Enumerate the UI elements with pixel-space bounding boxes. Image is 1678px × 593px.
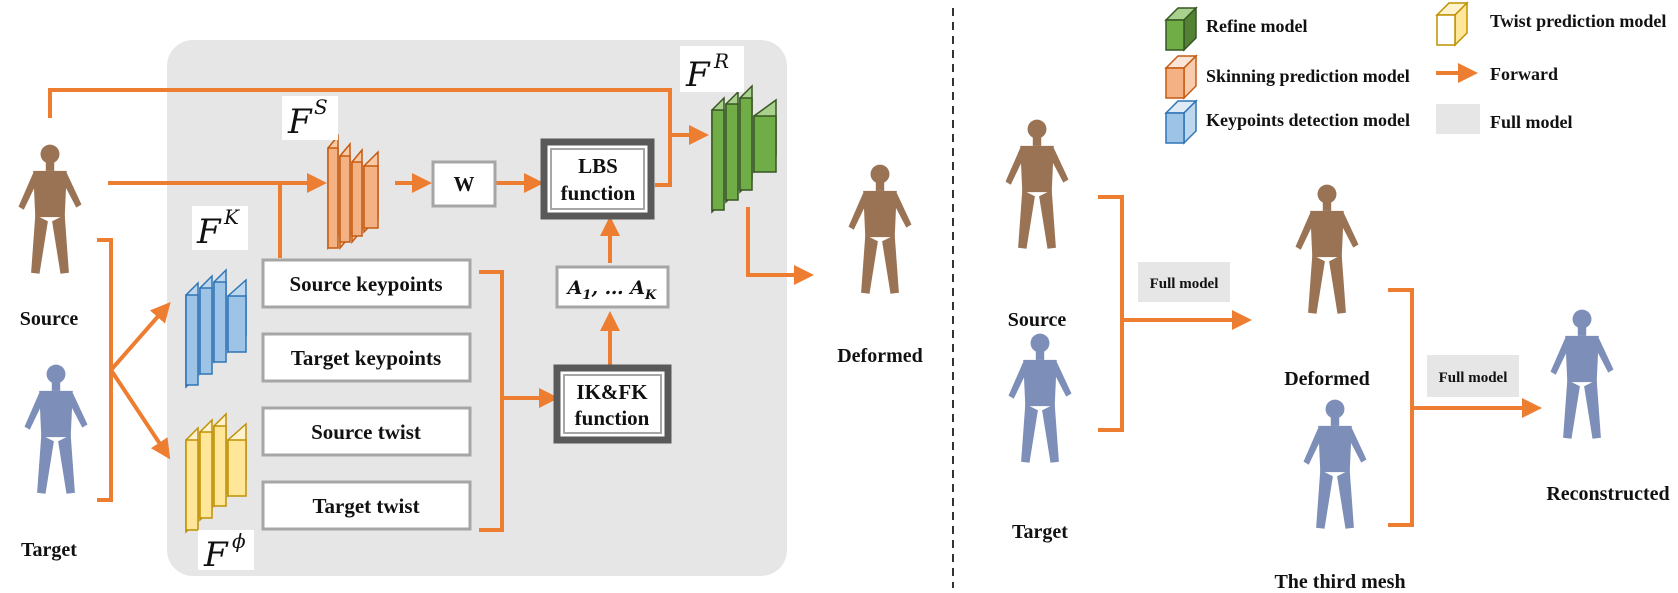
legend-skinning-icon (1164, 54, 1198, 100)
keypoints-symbol: F (196, 212, 222, 252)
ikfk-label-line2: function (575, 406, 650, 430)
keypoints-model-icon (185, 268, 247, 389)
full-model-box-1 (1138, 262, 1230, 302)
source-mesh (18, 144, 82, 274)
refine-symbol-bg (680, 46, 744, 92)
skinning-symbol: F (287, 102, 313, 142)
skinning-model-icon (327, 133, 379, 251)
w-box (431, 160, 497, 208)
keypoints-symbol-sup: K (223, 205, 240, 229)
refine-symbol-sup: R (713, 49, 729, 73)
legend-keypoints-icon (1164, 99, 1198, 145)
legend-forward-label: Forward (1490, 64, 1558, 84)
twist-model-icon (185, 412, 247, 534)
lbs-box (540, 138, 655, 220)
twist-symbol-bg (198, 530, 254, 570)
right-deformed-mesh (1295, 184, 1359, 314)
skinning-symbol-sup: S (314, 95, 328, 119)
target-mesh (24, 364, 88, 494)
source-twist-box (261, 406, 472, 457)
full-model-box-1-label: Full model (1150, 276, 1219, 292)
right-deformed-label: Deformed (1284, 368, 1370, 390)
deformed-label: Deformed (837, 345, 923, 367)
target-keypoints-box (261, 332, 472, 383)
lbs-label-line2: function (561, 181, 636, 205)
bracket-keypoints-twist (479, 270, 504, 532)
third-mesh-label: The third mesh (1274, 571, 1405, 593)
lbs-label-line1: LBS (578, 154, 618, 178)
refine-symbol: F (685, 55, 711, 95)
source-keypoints-box (261, 258, 472, 309)
reconstructed-label: Reconstructed (1546, 483, 1669, 505)
legend-refine-label: Refine model (1206, 16, 1307, 36)
keypoints-symbol-bg (192, 206, 248, 250)
right-bracket-2 (1388, 288, 1414, 527)
source-label: Source (20, 308, 79, 330)
third-mesh (1303, 399, 1367, 529)
arrow-refine-to-deformed (746, 207, 814, 285)
refine-model-icon (711, 84, 777, 214)
right-bracket-1 (1098, 195, 1124, 432)
full-model-box-2 (1427, 355, 1519, 397)
full-model-panel (167, 40, 787, 576)
ikfk-box (553, 364, 672, 444)
legend-full-label: Full model (1490, 112, 1573, 132)
target-keypoints-label: Target keypoints (291, 346, 441, 370)
reconstructed-mesh (1550, 309, 1614, 439)
arrow-source-top (48, 88, 672, 187)
bracket-inputs (97, 238, 113, 502)
skinning-symbol-bg (282, 96, 338, 140)
twist-symbol: F (203, 535, 229, 575)
legend-refine-icon (1164, 6, 1198, 52)
transforms-box (555, 265, 670, 309)
twist-symbol-sup: ϕ (232, 529, 246, 553)
w-label: W (454, 172, 475, 196)
right-source-label: Source (1008, 309, 1067, 331)
right-target-mesh (1008, 333, 1072, 463)
right-source-mesh (1005, 119, 1069, 249)
legend-full-model-swatch (1436, 104, 1480, 134)
target-label: Target (21, 539, 77, 561)
full-model-box-2-label: Full model (1439, 370, 1508, 386)
target-twist-box (261, 480, 472, 531)
legend-skinning-label: Skinning prediction model (1206, 66, 1410, 86)
arrow-to-keypoints-model (109, 301, 171, 372)
ikfk-label-line1: IK&FK (576, 380, 648, 404)
source-twist-label: Source twist (311, 420, 421, 444)
source-keypoints-label: Source keypoints (289, 272, 442, 296)
legend-twist-label: Twist prediction model (1490, 11, 1666, 31)
legend-twist-icon (1435, 1, 1469, 47)
transforms-label: A1, … AK (566, 277, 657, 303)
target-twist-label: Target twist (312, 494, 419, 518)
right-target-label: Target (1012, 521, 1068, 543)
legend-keypoints-label: Keypoints detection model (1206, 110, 1410, 130)
arrow-to-twist-model (109, 368, 171, 460)
deformed-mesh (848, 164, 912, 294)
